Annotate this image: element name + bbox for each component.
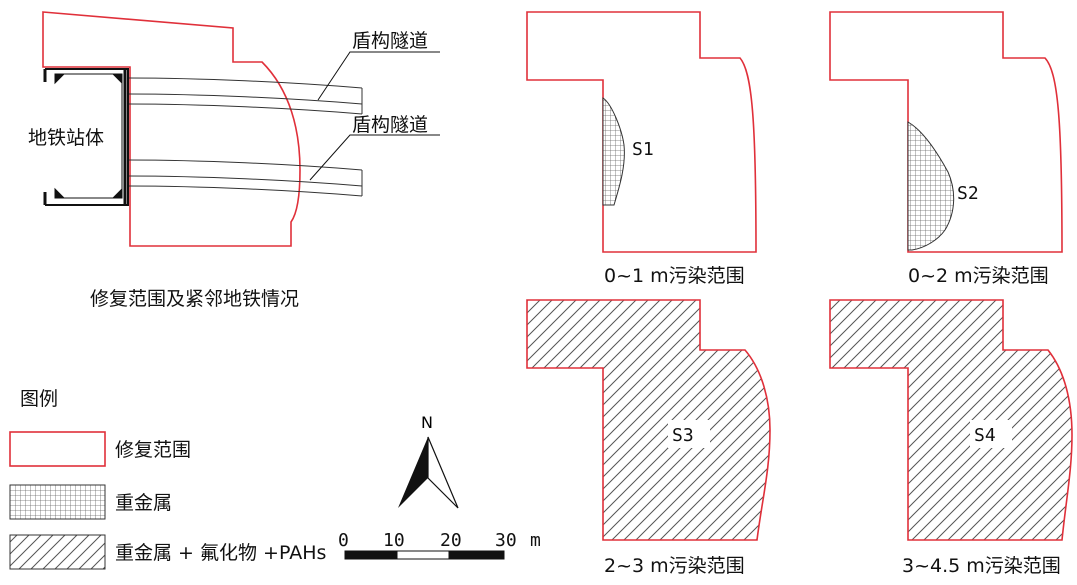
panel-caption: 0~1 m污染范围 xyxy=(604,265,745,287)
legend: 图例 修复范围 重金属 重金属 + 氟化物 +PAHs xyxy=(9,388,326,570)
legend-title: 图例 xyxy=(20,388,58,410)
scale-tick-20: 20 xyxy=(440,530,462,551)
scale-segment-2 xyxy=(396,550,450,560)
shield-tunnel-upper xyxy=(127,77,363,115)
legend-swatch-boundary xyxy=(9,431,106,467)
scale-tick-30: 30 xyxy=(495,530,517,551)
tunnel-leader-1 xyxy=(317,51,440,101)
area-label: S3 xyxy=(672,425,694,446)
legend-swatch-grid xyxy=(9,484,106,520)
station-label: 地铁站体 xyxy=(28,127,104,149)
scale-unit: m xyxy=(530,530,541,551)
contamination-area-s2 xyxy=(907,121,955,251)
contamination-area-s1 xyxy=(602,97,625,206)
legend-swatch-hatch xyxy=(9,534,106,570)
area-label: S4 xyxy=(974,425,996,446)
panel-0-1m: S1 0~1 m污染范围 xyxy=(526,11,757,287)
tunnel-label-2: 盾构隧道 xyxy=(352,114,428,136)
scale-tick-10: 10 xyxy=(383,530,405,551)
legend-label-grid: 重金属 xyxy=(115,492,172,514)
panel-0-2m: S2 0~2 m污染范围 xyxy=(829,11,1063,287)
panel-2-3m: S3 2~3 m污染范围 xyxy=(526,299,771,577)
tunnel-leader-2 xyxy=(309,134,440,181)
north-arrow: N xyxy=(398,413,459,509)
site-boundary xyxy=(42,11,301,247)
north-arrow-label: N xyxy=(421,413,433,432)
panel-caption: 2~3 m污染范围 xyxy=(604,555,745,577)
area-label: S2 xyxy=(957,183,979,204)
panel-boundary xyxy=(829,11,1063,253)
scale-segment-3 xyxy=(448,550,505,560)
legend-label-boundary: 修复范围 xyxy=(115,439,191,461)
tunnel-label-1: 盾构隧道 xyxy=(352,30,428,52)
panel-3-4-5m: S4 3~4.5 m污染范围 xyxy=(829,299,1073,577)
site-caption: 修复范围及紧邻地铁情况 xyxy=(90,288,299,310)
scale-segment-1 xyxy=(344,550,398,560)
panel-caption: 0~2 m污染范围 xyxy=(908,265,1049,287)
contamination-area-s4 xyxy=(829,299,1073,541)
scale-tick-0: 0 xyxy=(338,530,349,551)
contamination-area-s3 xyxy=(526,299,771,541)
panel-boundary xyxy=(526,11,757,253)
panel-caption: 3~4.5 m污染范围 xyxy=(902,555,1061,577)
metro-station xyxy=(43,68,129,206)
scale-bar: 0 10 20 30 m xyxy=(338,530,541,560)
north-arrow-dark-half xyxy=(398,437,428,508)
shield-tunnel-lower xyxy=(127,159,363,197)
area-label: S1 xyxy=(632,139,654,160)
north-arrow-light-half xyxy=(427,436,459,509)
legend-label-hatch: 重金属 + 氟化物 +PAHs xyxy=(115,542,326,564)
site-plan: 地铁站体 盾构隧道 盾构隧道 修复范围及紧邻地铁情况 xyxy=(28,11,440,310)
